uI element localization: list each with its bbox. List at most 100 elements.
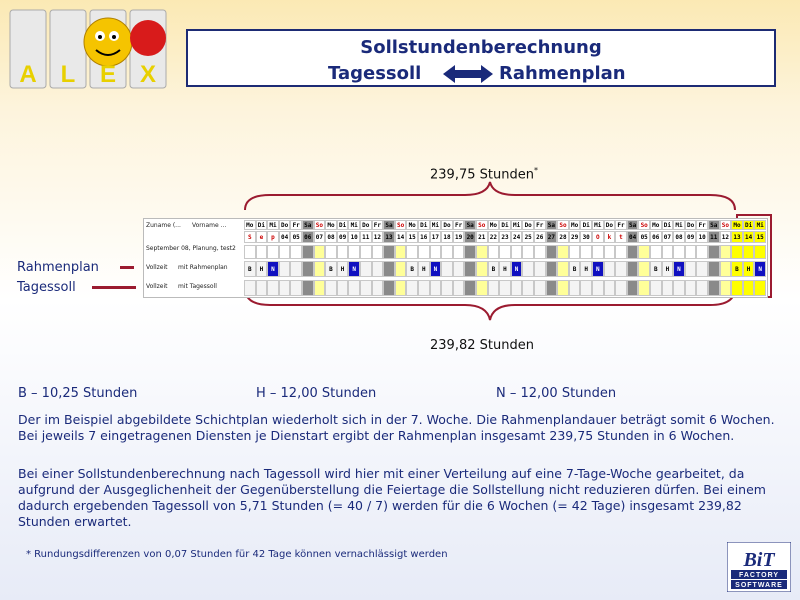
rahmenplan-total-value: 239,75 Stunden bbox=[430, 167, 534, 183]
rahmenplan-shift-cell[interactable] bbox=[360, 261, 372, 277]
tagessoll-shift-cell[interactable] bbox=[278, 280, 291, 296]
tagessoll-shift-cell[interactable] bbox=[684, 280, 697, 296]
rahmenplan-shift-cell[interactable]: H bbox=[580, 261, 592, 277]
tagessoll-shift-cell[interactable] bbox=[244, 280, 256, 296]
tagessoll-shift-cell[interactable] bbox=[406, 280, 418, 296]
rahmenplan-shift-cell[interactable] bbox=[557, 261, 569, 277]
rahmenplan-shift-cell[interactable] bbox=[534, 261, 546, 277]
tagessoll-shift-cell[interactable] bbox=[499, 280, 511, 296]
tagessoll-shift-cell[interactable] bbox=[731, 280, 743, 296]
rahmenplan-shift-cell[interactable] bbox=[522, 261, 534, 277]
tagessoll-shift-cell[interactable] bbox=[290, 280, 302, 296]
tagessoll-shift-cell[interactable] bbox=[638, 280, 650, 296]
col-header-firstname[interactable]: Vorname ... bbox=[192, 222, 227, 229]
rahmenplan-shift-cell[interactable]: H bbox=[418, 261, 430, 277]
tagessoll-shift-cell[interactable] bbox=[302, 280, 314, 296]
date-header: 22 bbox=[487, 231, 500, 243]
rahmenplan-shift-cell[interactable] bbox=[371, 261, 384, 277]
rahmenplan-shift-cell[interactable] bbox=[719, 261, 732, 277]
rahmenplan-shift-cell[interactable] bbox=[684, 261, 697, 277]
rahmenplan-shift-cell[interactable] bbox=[383, 261, 395, 277]
tagessoll-shift-cell[interactable] bbox=[534, 280, 546, 296]
rahmenplan-shift-cell[interactable]: N bbox=[267, 261, 279, 277]
tagessoll-shift-cell[interactable] bbox=[510, 280, 523, 296]
rahmenplan-shift-cell[interactable]: B bbox=[568, 261, 581, 277]
rahmenplan-shift-cell[interactable] bbox=[626, 261, 639, 277]
tagessoll-shift-cell[interactable] bbox=[522, 280, 534, 296]
date-header: 07 bbox=[661, 231, 674, 243]
rahmenplan-shift-cell[interactable] bbox=[394, 261, 407, 277]
rahmenplan-shift-cell[interactable]: H bbox=[661, 261, 674, 277]
subtitle-cell bbox=[441, 245, 453, 259]
tagessoll-shift-cell[interactable] bbox=[545, 280, 558, 296]
rahmenplan-shift-cell[interactable] bbox=[278, 261, 291, 277]
tagessoll-shift-cell[interactable] bbox=[708, 280, 720, 296]
tagessoll-shift-cell[interactable] bbox=[754, 280, 766, 296]
rahmenplan-shift-cell[interactable] bbox=[313, 261, 326, 277]
rahmenplan-shift-cell[interactable]: N bbox=[348, 261, 360, 277]
tagessoll-shift-cell[interactable] bbox=[441, 280, 453, 296]
rahmenplan-shift-cell[interactable] bbox=[603, 261, 616, 277]
logo-letter-a: A bbox=[19, 61, 36, 88]
rahmenplan-shift-cell[interactable]: B bbox=[650, 261, 662, 277]
tagessoll-shift-cell[interactable] bbox=[661, 280, 674, 296]
date-header: 06 bbox=[302, 231, 314, 243]
rahmenplan-shift-cell[interactable]: B bbox=[731, 261, 743, 277]
tagessoll-shift-cell[interactable] bbox=[476, 280, 488, 296]
tagessoll-shift-cell[interactable] bbox=[360, 280, 372, 296]
tagessoll-shift-cell[interactable] bbox=[429, 280, 442, 296]
tagessoll-shift-cell[interactable] bbox=[464, 280, 476, 296]
tagessoll-shift-cell[interactable] bbox=[452, 280, 465, 296]
rahmenplan-shift-cell[interactable]: B bbox=[325, 261, 337, 277]
tagessoll-shift-cell[interactable] bbox=[673, 280, 685, 296]
tagessoll-shift-cell[interactable] bbox=[348, 280, 360, 296]
tagessoll-shift-cell[interactable] bbox=[255, 280, 268, 296]
rahmenplan-shift-cell[interactable]: B bbox=[406, 261, 418, 277]
tagessoll-shift-cell[interactable] bbox=[383, 280, 395, 296]
rahmenplan-shift-cell[interactable] bbox=[638, 261, 650, 277]
tagessoll-shift-cell[interactable] bbox=[592, 280, 604, 296]
tagessoll-shift-cell[interactable] bbox=[626, 280, 639, 296]
rahmenplan-shift-cell[interactable]: N bbox=[510, 261, 523, 277]
tagessoll-shift-cell[interactable] bbox=[267, 280, 279, 296]
tagessoll-shift-cell[interactable] bbox=[394, 280, 407, 296]
tagessoll-row-marker bbox=[92, 286, 136, 289]
rahmenplan-shift-cell[interactable] bbox=[696, 261, 708, 277]
rahmenplan-shift-cell[interactable]: N bbox=[673, 261, 685, 277]
rahmenplan-shift-cell[interactable]: N bbox=[592, 261, 604, 277]
tagessoll-shift-cell[interactable] bbox=[603, 280, 616, 296]
col-header-name[interactable]: Zuname (... bbox=[146, 222, 181, 229]
rahmenplan-shift-cell[interactable]: H bbox=[742, 261, 755, 277]
tagessoll-shift-cell[interactable] bbox=[650, 280, 662, 296]
rahmenplan-shift-cell[interactable] bbox=[464, 261, 476, 277]
tagessoll-shift-cell[interactable] bbox=[696, 280, 708, 296]
day-header: Mo bbox=[568, 220, 581, 230]
rahmenplan-shift-cell[interactable] bbox=[452, 261, 465, 277]
tagessoll-shift-cell[interactable] bbox=[557, 280, 569, 296]
rahmenplan-shift-cell[interactable] bbox=[708, 261, 720, 277]
tagessoll-shift-cell[interactable] bbox=[418, 280, 430, 296]
rahmenplan-shift-cell[interactable] bbox=[302, 261, 314, 277]
rahmenplan-shift-cell[interactable]: B bbox=[244, 261, 256, 277]
tagessoll-shift-cell[interactable] bbox=[719, 280, 732, 296]
rahmenplan-shift-cell[interactable]: H bbox=[499, 261, 511, 277]
tagessoll-shift-cell[interactable] bbox=[568, 280, 581, 296]
rahmenplan-shift-cell[interactable]: H bbox=[336, 261, 349, 277]
tagessoll-shift-cell[interactable] bbox=[371, 280, 384, 296]
rahmenplan-shift-cell[interactable] bbox=[545, 261, 558, 277]
tagessoll-shift-cell[interactable] bbox=[615, 280, 627, 296]
tagessoll-shift-cell[interactable] bbox=[313, 280, 326, 296]
rahmenplan-shift-cell[interactable]: N bbox=[429, 261, 442, 277]
rahmenplan-shift-cell[interactable] bbox=[441, 261, 453, 277]
rahmenplan-shift-cell[interactable]: N bbox=[754, 261, 766, 277]
tagessoll-shift-cell[interactable] bbox=[336, 280, 349, 296]
tagessoll-shift-cell[interactable] bbox=[487, 280, 500, 296]
tagessoll-shift-cell[interactable] bbox=[580, 280, 592, 296]
rahmenplan-shift-cell[interactable] bbox=[290, 261, 302, 277]
rahmenplan-shift-cell[interactable]: B bbox=[487, 261, 500, 277]
rahmenplan-shift-cell[interactable]: H bbox=[255, 261, 268, 277]
tagessoll-shift-cell[interactable] bbox=[325, 280, 337, 296]
rahmenplan-shift-cell[interactable] bbox=[476, 261, 488, 277]
rahmenplan-shift-cell[interactable] bbox=[615, 261, 627, 277]
tagessoll-shift-cell[interactable] bbox=[742, 280, 755, 296]
